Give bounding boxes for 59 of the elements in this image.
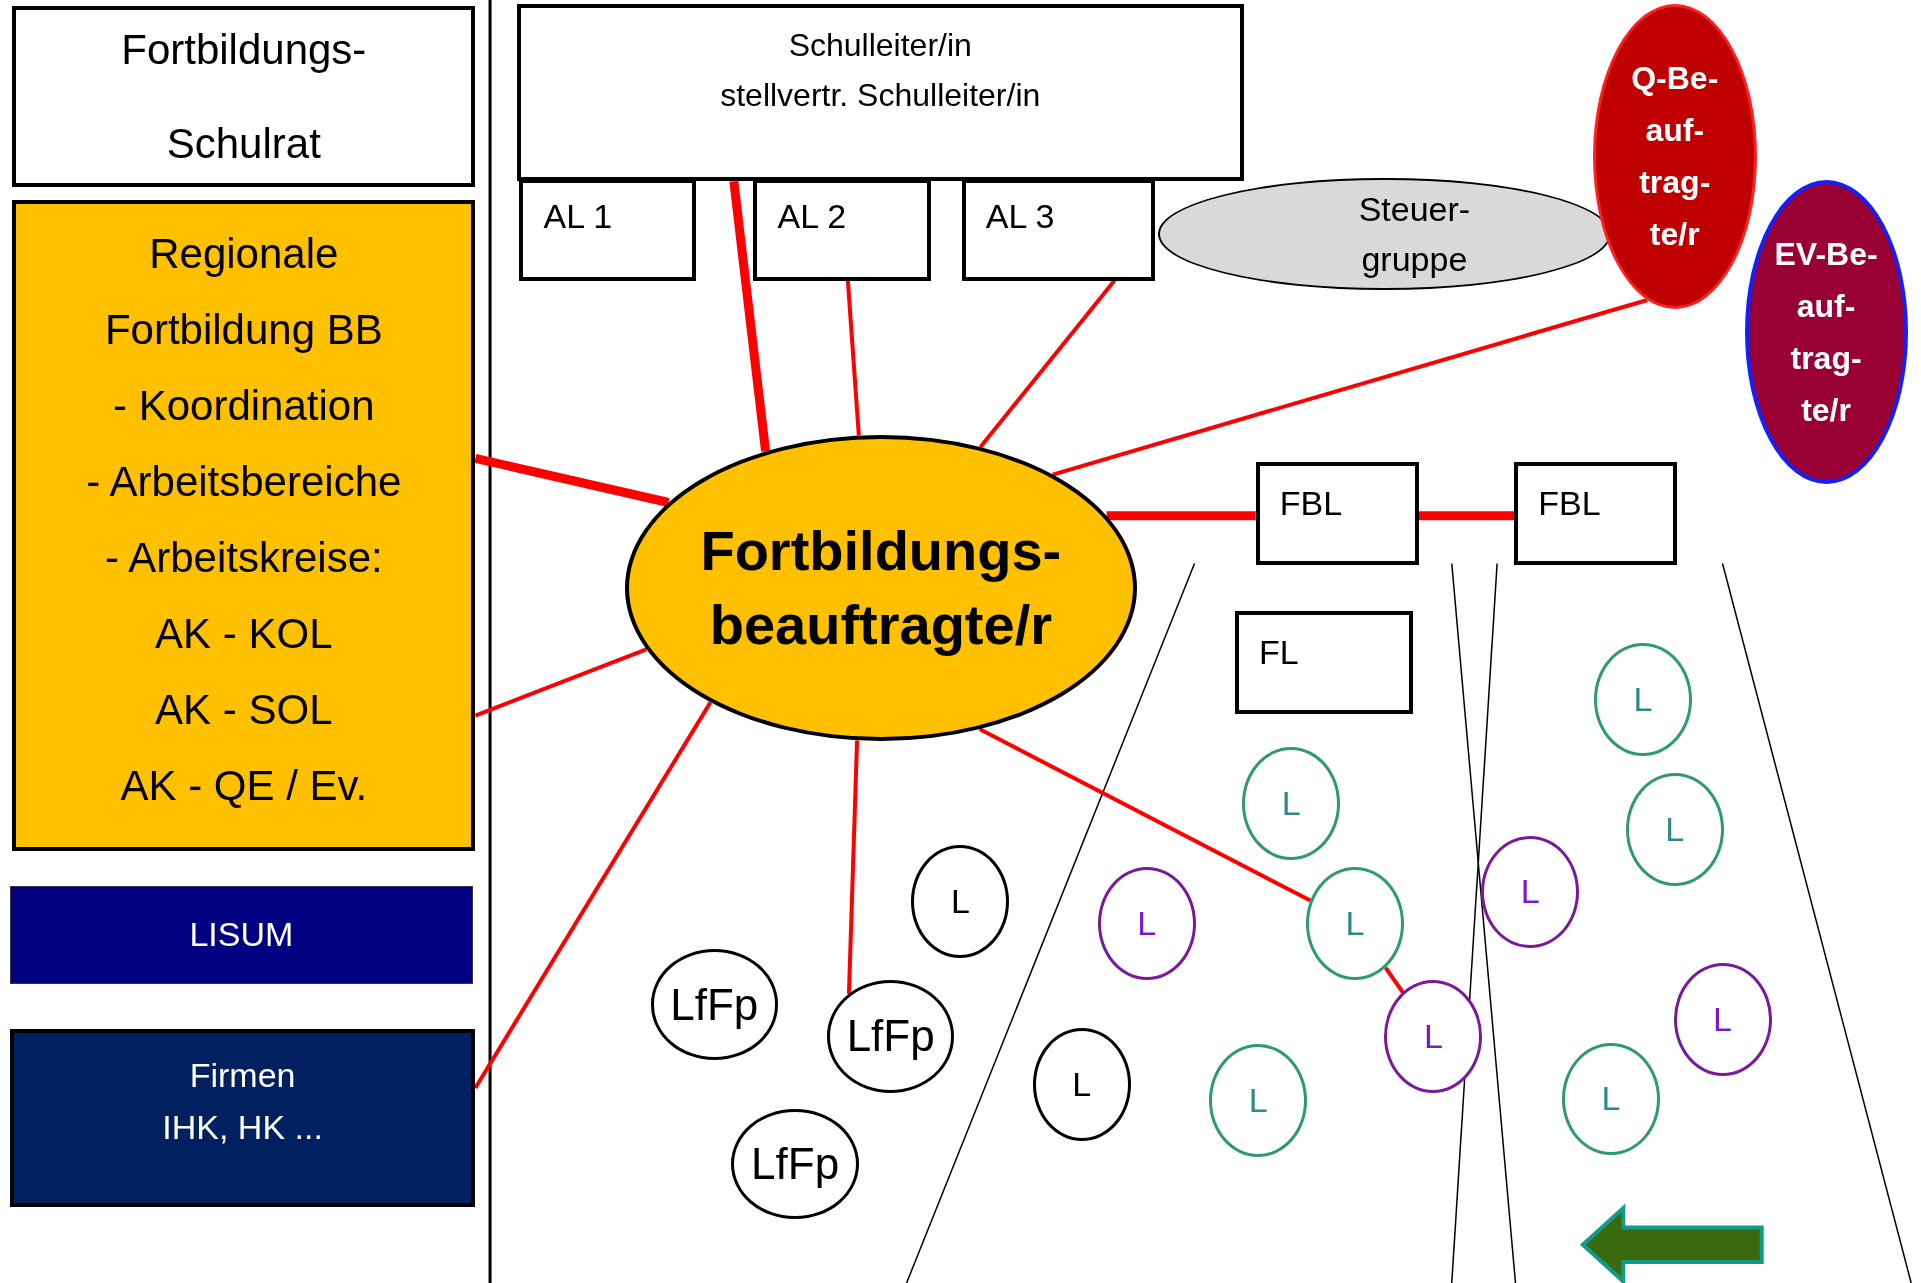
node-label: L: [1601, 1078, 1621, 1120]
node-label: AK - SOL: [155, 684, 333, 735]
connector-line: [845, 280, 861, 436]
org-box: [961, 178, 1156, 281]
node-label: L: [1072, 1063, 1092, 1105]
node-label: L: [1713, 998, 1732, 1040]
node-label: LfFp: [751, 1137, 840, 1190]
node-label: AL 2: [777, 195, 847, 237]
node-label: L: [1665, 808, 1685, 850]
org-box: [519, 178, 696, 281]
org-box: [9, 1029, 476, 1207]
node-label: - Arbeitsbereiche: [86, 456, 402, 507]
connector-line: [1052, 298, 1648, 477]
node-label: FBL: [1538, 482, 1601, 524]
org-box: [1255, 461, 1419, 565]
node-label: L: [1520, 871, 1540, 913]
org-box: [1514, 461, 1678, 565]
node-label: L: [1423, 1015, 1443, 1057]
node-label: stellvertr. Schulleiter/in: [720, 75, 1041, 115]
connector-line: [978, 279, 1117, 449]
node-label: AL 1: [543, 195, 613, 237]
node-label: - Arbeitskreise:: [104, 532, 383, 583]
node-label: FBL: [1279, 482, 1343, 524]
node-label: Fortbildungs- beauftragte/r: [699, 518, 1063, 659]
node-label: Q-Be- auf- trag- te/r: [1630, 59, 1720, 255]
node-label: AK - QE / Ev.: [120, 760, 368, 811]
org-box: [517, 3, 1244, 182]
node-label: Regionale Fortbildung BB: [103, 228, 384, 355]
connector-line: [729, 180, 771, 452]
node-label: LfFp: [846, 1010, 935, 1063]
node-label: IHK, HK ...: [162, 1107, 323, 1149]
node-label: Fortbildungs- Schulrat: [120, 24, 368, 169]
node-label: AL 3: [985, 195, 1055, 237]
node-label: Schulleiter/in: [788, 25, 972, 65]
node-label: FL: [1258, 632, 1299, 674]
connector-line: [1383, 966, 1405, 994]
node-label: L: [1281, 783, 1301, 825]
node-label: LISUM: [189, 914, 294, 956]
node-label: LfFp: [670, 978, 759, 1031]
node-label: L: [1633, 679, 1653, 721]
node-label: L: [1345, 903, 1365, 945]
org-box: [9, 885, 473, 984]
node-label: AK - KOL: [155, 608, 333, 659]
org-box: [1234, 611, 1413, 715]
node-label: EV-Be- auf- trag- te/r: [1773, 235, 1879, 430]
org-box: [753, 178, 932, 281]
node-label: Steuer- gruppe: [1357, 189, 1472, 280]
node-label: L: [1248, 1079, 1268, 1121]
node-label: - Koordination: [113, 380, 375, 431]
org-box: [12, 6, 476, 188]
org-box: [12, 199, 476, 852]
connector-line: [1106, 511, 1256, 521]
node-label: L: [1137, 903, 1157, 945]
connector-line: [846, 740, 860, 994]
connector-line: [474, 453, 670, 507]
node-label: L: [951, 881, 970, 923]
connector-line: [474, 647, 648, 718]
node-label: Firmen: [189, 1055, 296, 1097]
connector-line: [1418, 511, 1515, 521]
